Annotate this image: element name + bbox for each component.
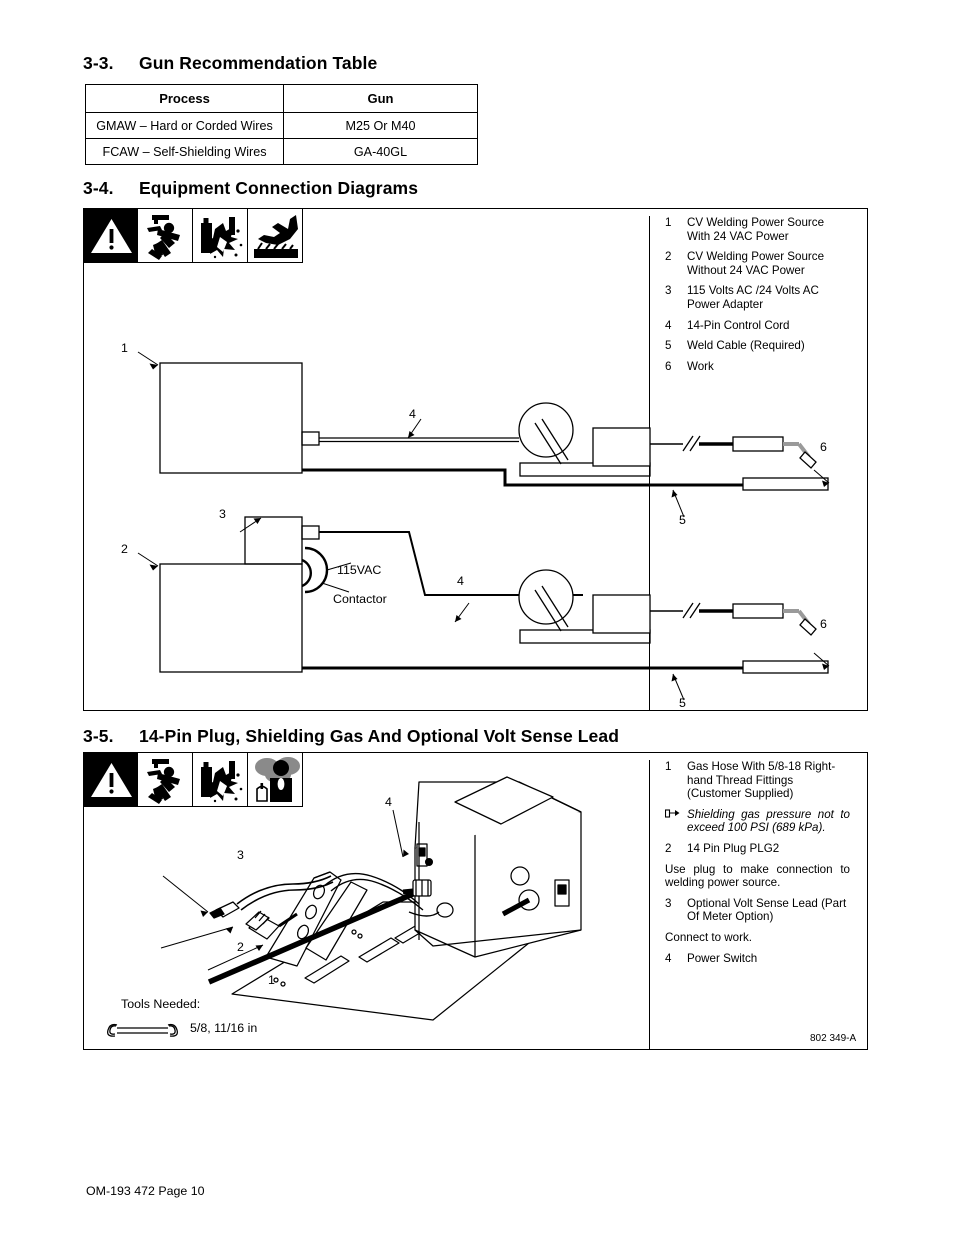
tools-sizes: 5/8, 11/16 in [190, 1021, 258, 1035]
legend-item: 5 Weld Cable (Required) [665, 339, 850, 353]
legend-text: 115 Volts AC /24 Volts AC Power Adapter [687, 284, 819, 311]
legend-item: 1 Gas Hose With 5/8-18 Right-hand Thread … [665, 760, 850, 801]
legend-item: 3 Optional Volt Sense Lead (Part Of Meter… [665, 897, 850, 924]
cell-gun: GA-40GL [283, 138, 478, 165]
hot-surface-hand-icon [248, 208, 303, 263]
callout-volt-sense: 3 [237, 848, 244, 862]
legend-text: CV Welding Power Source With 24 VAC Powe… [687, 216, 825, 243]
callout-gas-hose: 1 [268, 973, 275, 987]
safety-pictogram-strip [83, 208, 303, 263]
section-heading-3-4: 3-4. Equipment Connection Diagrams [83, 178, 418, 199]
safety-pictogram-strip [83, 752, 303, 807]
callout-5-top: 5 [679, 513, 686, 527]
callout-plug: 2 [237, 940, 244, 954]
section-title: Equipment Connection Diagrams [139, 178, 419, 198]
section-number: 3-3. [83, 53, 114, 73]
callout-4-bottom: 4 [457, 574, 464, 588]
exploding-cylinder-icon [193, 752, 248, 807]
legend-item: 4 Power Switch [665, 952, 850, 966]
equipment-legend: 1 CV Welding Power Source With 24 VAC Pow… [649, 216, 850, 711]
legend-number: 1 [665, 216, 672, 229]
table-row: GMAW – Hard or Corded Wires M25 Or M40 [85, 112, 478, 139]
legend-note-text: Shielding gas pressure not to exceed 100… [687, 807, 850, 835]
callout-3: 3 [219, 507, 226, 521]
legend-number: 2 [665, 841, 672, 855]
legend-text: 14-Pin Control Cord [687, 318, 790, 332]
legend-number: 3 [665, 896, 672, 910]
section-number: 3-4. [83, 178, 114, 198]
welding-fumes-icon [248, 752, 303, 807]
section-heading-3-3: 3-3. Gun Recommendation Table [83, 53, 377, 74]
callout-2: 2 [121, 542, 128, 556]
plug-diagram-frame [83, 752, 868, 1050]
gun-recommendation-table: Process Gun GMAW – Hard or Corded Wires … [85, 84, 478, 165]
cell-process: GMAW – Hard or Corded Wires [85, 112, 284, 139]
column-header-gun: Gun [283, 84, 478, 113]
cell-process: FCAW – Self-Shielding Wires [85, 138, 284, 165]
legend-number: 1 [665, 760, 672, 773]
table-header-row: Process Gun [85, 84, 478, 113]
legend-number: 2 [665, 250, 672, 264]
legend-text: Weld Cable (Required) [687, 339, 805, 353]
legend-item: 2 CV Welding Power Source Without 24 VAC … [665, 250, 850, 277]
legend-paragraph: Connect to work. [665, 930, 752, 944]
legend-item: 1 CV Welding Power Source With 24 VAC Pow… [665, 216, 850, 243]
callout-6-bottom: 6 [820, 617, 827, 631]
legend-divider [649, 760, 650, 1050]
legend-text: Gas Hose With 5/8-18 Right-hand Thread F… [687, 760, 836, 801]
warning-triangle-icon [83, 752, 138, 807]
legend-number: 4 [665, 951, 672, 965]
exploding-cylinder-icon [193, 208, 248, 263]
label-115vac: 115VAC [337, 563, 382, 577]
page-footer: OM-193 472 Page 10 [86, 1184, 205, 1198]
electric-shock-icon [138, 208, 193, 263]
callout-5-bottom: 5 [679, 696, 686, 710]
section-number: 3-5. [83, 726, 114, 746]
callout-1: 1 [121, 341, 128, 355]
legend-item: 6 Work [665, 360, 850, 374]
plug-legend: 1 Gas Hose With 5/8-18 Right-hand Thread … [649, 760, 850, 1050]
section-title: Gun Recommendation Table [139, 53, 378, 73]
legend-paragraph: Use plug to make connection to welding p… [665, 862, 850, 890]
drawing-number: 802 349-A [810, 1033, 857, 1044]
legend-text: 14 Pin Plug PLG2 [687, 841, 780, 855]
pointing-hand-icon [664, 808, 687, 835]
section-heading-3-5: 3-5. 14-Pin Plug, Shielding Gas And Optio… [83, 726, 619, 747]
label-contactor: Contactor [333, 592, 387, 606]
legend-item: 3 115 Volts AC /24 Volts AC Power Adapter [665, 284, 850, 311]
legend-text: Optional Volt Sense Lead (Part Of Meter … [687, 896, 847, 924]
warning-triangle-icon [83, 208, 138, 263]
legend-text: Power Switch [687, 951, 758, 965]
cell-gun: M25 Or M40 [283, 112, 478, 139]
legend-item: 4 14-Pin Control Cord [665, 319, 850, 333]
callout-4-top: 4 [409, 407, 416, 421]
equipment-diagram-frame [83, 208, 868, 711]
legend-divider [649, 216, 650, 711]
table-row: FCAW – Self-Shielding Wires GA-40GL [85, 138, 478, 165]
electric-shock-icon [138, 752, 193, 807]
column-header-process: Process [85, 84, 284, 113]
legend-text: CV Welding Power Source Without 24 VAC P… [687, 250, 825, 277]
legend-text: Work [687, 359, 714, 373]
legend-number: 6 [665, 359, 672, 373]
legend-item: 2 14 Pin Plug PLG2 [665, 842, 850, 856]
callout-6-top: 6 [820, 440, 827, 454]
legend-number: 3 [665, 284, 672, 298]
legend-number: 5 [665, 339, 672, 353]
tools-needed-label: Tools Needed: [121, 997, 201, 1011]
legend-number: 4 [665, 318, 672, 332]
callout-power-switch: 4 [385, 795, 392, 809]
section-title: 14-Pin Plug, Shielding Gas And Optional … [139, 726, 620, 746]
legend-note: Shielding gas pressure not to exceed 100… [664, 807, 850, 835]
